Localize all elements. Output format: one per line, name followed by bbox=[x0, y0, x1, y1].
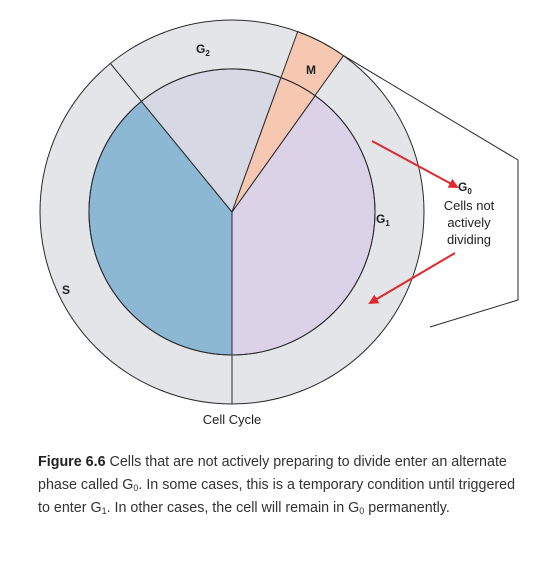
g0-label: G0 bbox=[458, 180, 472, 196]
caption-text-4: permanently. bbox=[364, 500, 450, 516]
arrow-into-g0 bbox=[371, 140, 459, 188]
caption-sub-3: 0 bbox=[359, 506, 365, 516]
caption-sub-1: 0 bbox=[133, 483, 139, 493]
s-label: S bbox=[62, 283, 70, 297]
figure-number: Figure 6.6 bbox=[38, 454, 106, 470]
cell-cycle-diagram: G2 M G1 S G0 Cells not actively dividing… bbox=[39, 19, 519, 427]
g0-callout-bracket bbox=[343, 55, 519, 328]
g0-desc-line-1: Cells not bbox=[444, 198, 495, 213]
g2-label: G2 bbox=[196, 42, 210, 58]
caption-text-1: Cells that are not actively preparing to… bbox=[38, 454, 507, 493]
diagram-title: Cell Cycle bbox=[203, 412, 262, 427]
g0-desc-line-2: actively bbox=[447, 215, 491, 230]
m-label: M bbox=[306, 63, 316, 77]
figure-caption: Figure 6.6 Cells that are not actively p… bbox=[38, 451, 518, 520]
g0-desc-line-3: dividing bbox=[447, 232, 491, 247]
caption-sub-2: 1 bbox=[101, 506, 107, 516]
caption-text-3: . In other cases, the cell will remain i… bbox=[106, 500, 360, 516]
g1-label: G1 bbox=[376, 212, 390, 228]
caption-text-2: . In some cases, this is a temporary con… bbox=[38, 477, 516, 516]
ring-divider-g2-s bbox=[109, 62, 142, 102]
arrow-out-of-g0 bbox=[368, 252, 456, 305]
